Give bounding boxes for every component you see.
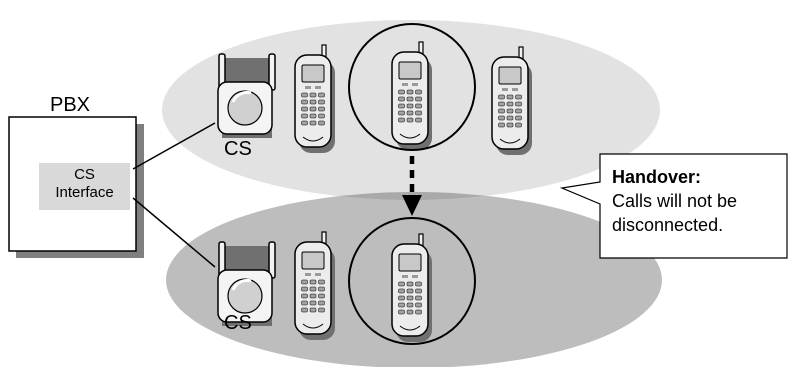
handset-icon: [294, 231, 336, 341]
callout-heading: Handover:: [612, 167, 702, 187]
top-cs-label: CS: [224, 138, 252, 160]
handset-icon: [491, 46, 533, 156]
handset-icon: [391, 41, 433, 151]
callout-text: Handover: Calls will not be disconnected…: [612, 165, 784, 237]
cs-interface-line2: Interface: [55, 184, 114, 201]
callout-line1: Calls will not be: [612, 191, 738, 211]
cs-interface-line1: CS: [74, 166, 95, 183]
handset-icon: [391, 233, 433, 343]
highlight-circle-bottom: [348, 217, 476, 345]
handset-icon: [294, 44, 336, 154]
cell-station-icon: [216, 52, 277, 140]
callout-line2: disconnected.: [612, 215, 724, 235]
bottom-link-line: [132, 197, 216, 268]
top-link-line: [132, 122, 216, 170]
pbx-title: PBX: [50, 94, 91, 116]
cs-interface-box: [39, 163, 130, 210]
highlight-circle-top: [348, 23, 476, 151]
down-arrow-icon: [402, 156, 422, 216]
handover-callout: [559, 153, 788, 259]
cs-interface-label: CS Interface: [39, 166, 130, 202]
bottom-cs-label: CS: [224, 312, 252, 334]
